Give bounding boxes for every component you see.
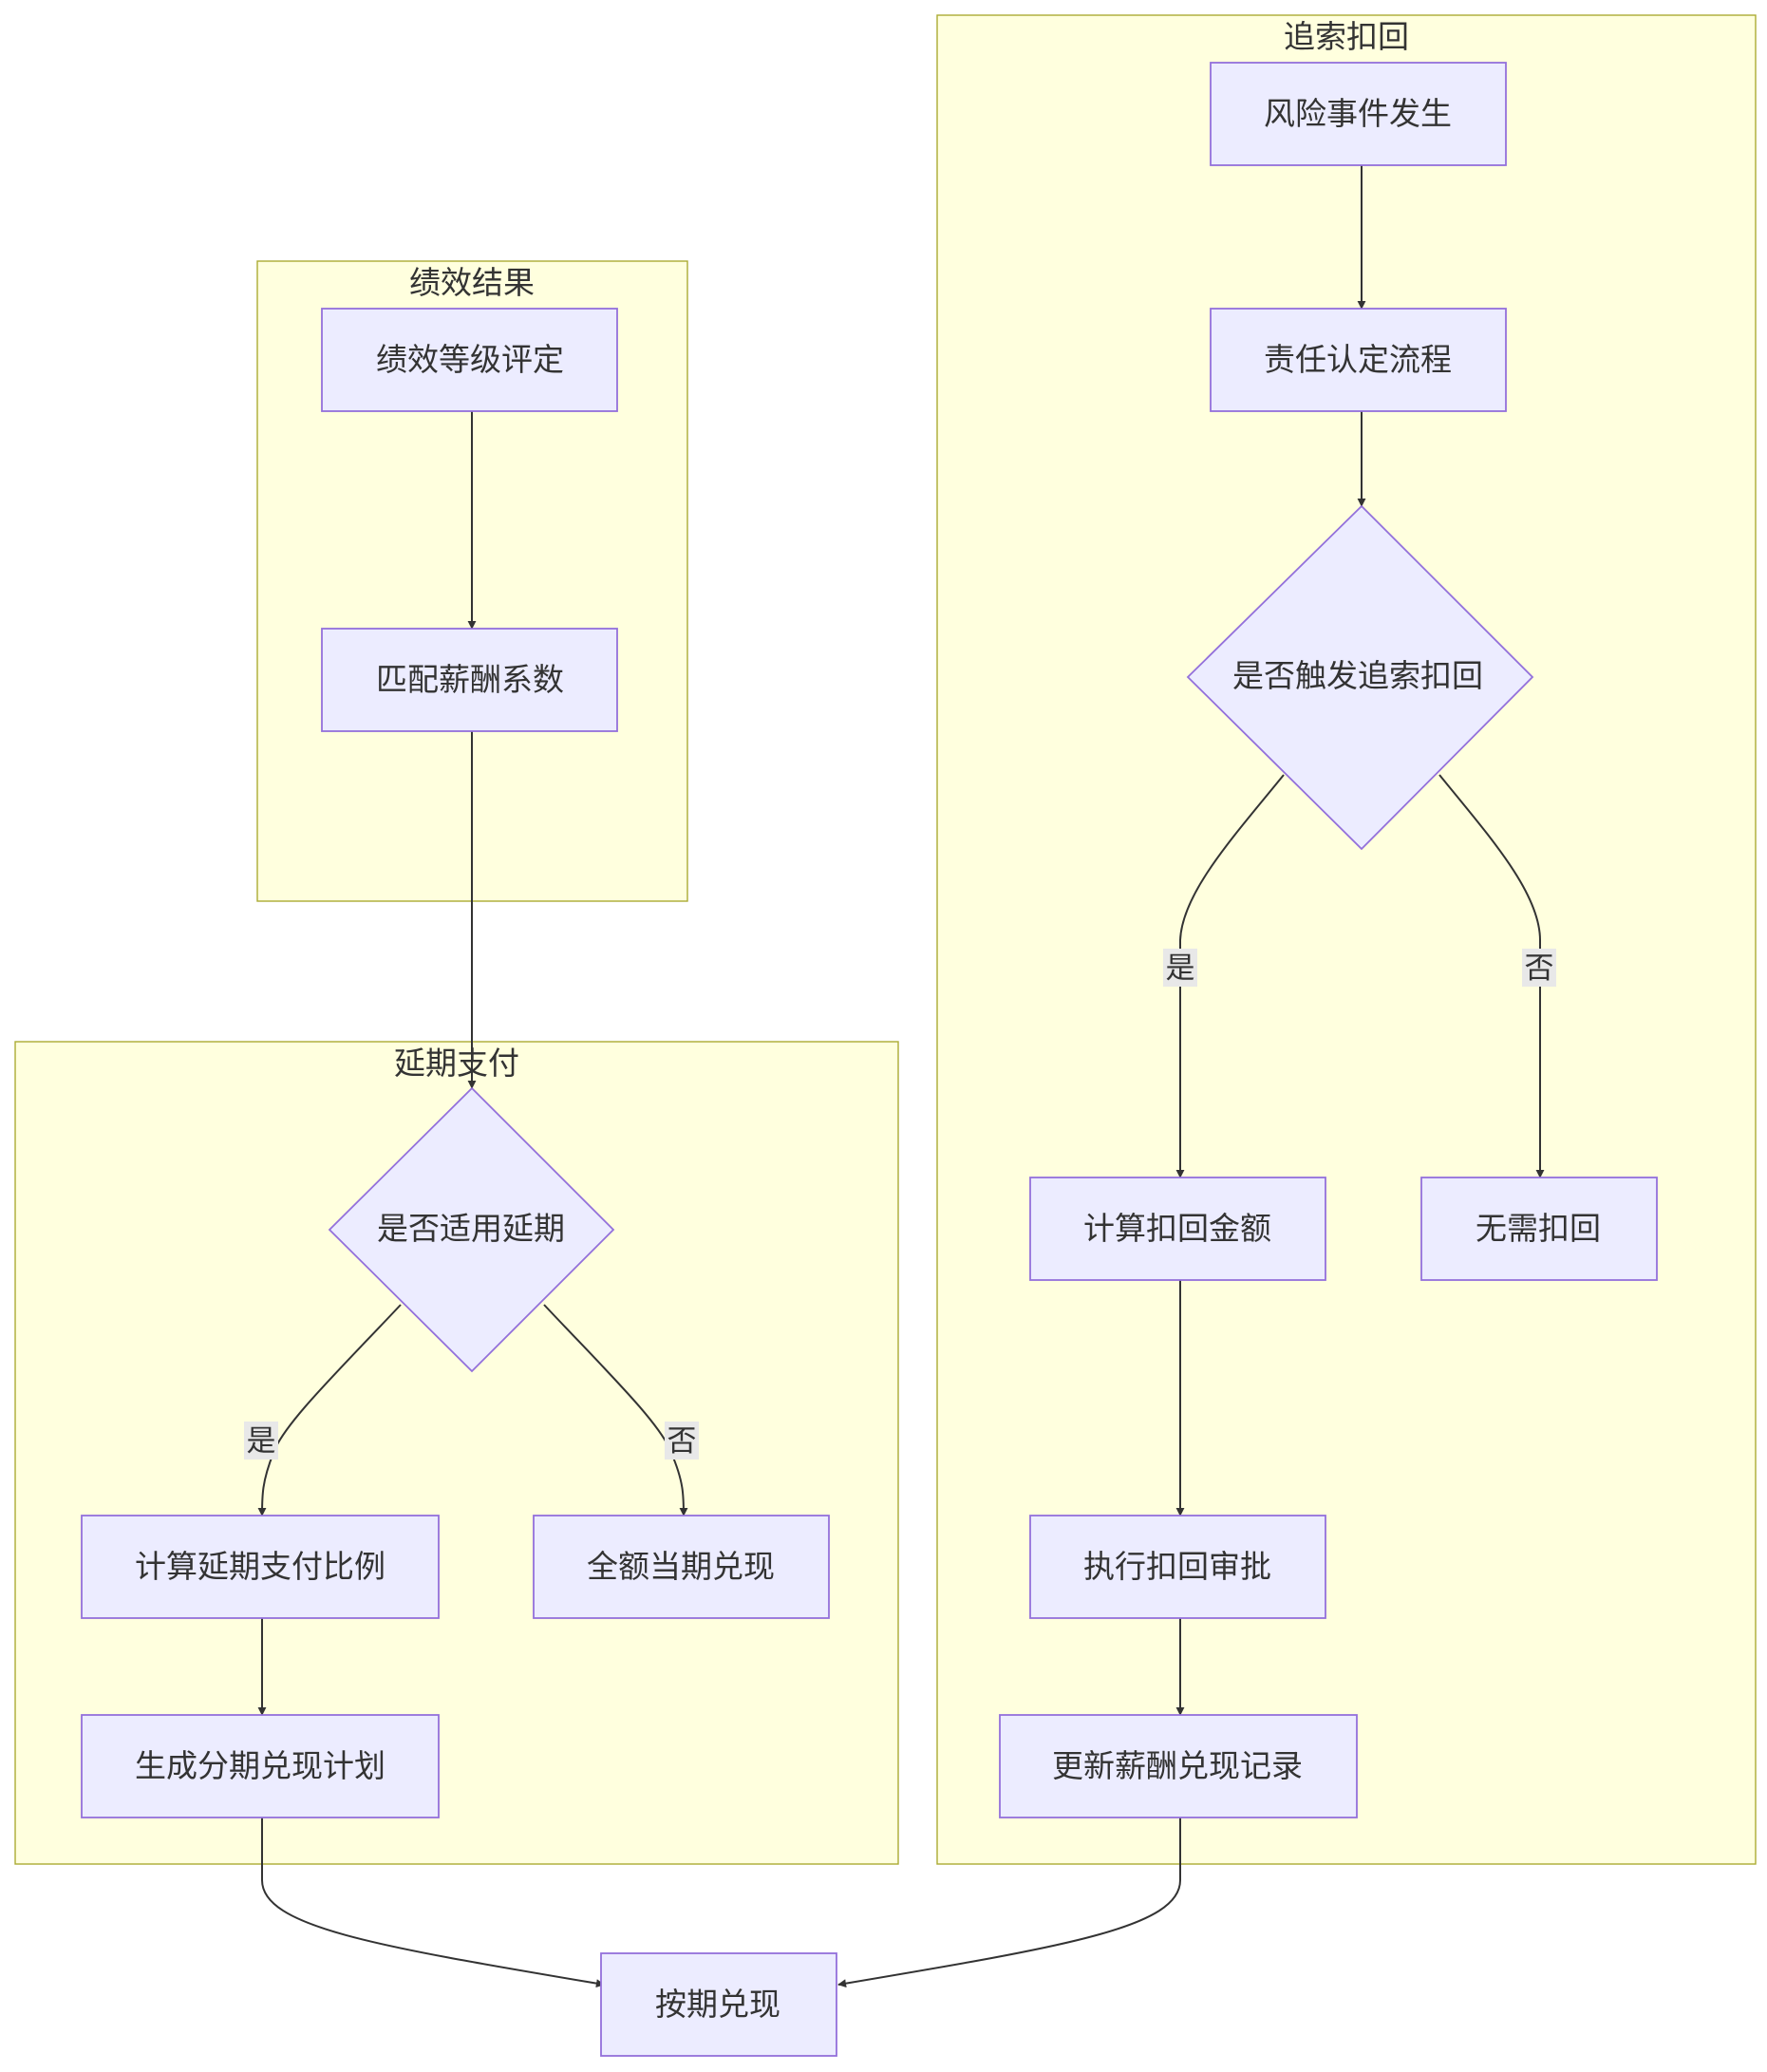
edge-label-bg: [1522, 949, 1556, 987]
node-approval-label: 执行扣回审批: [1083, 1548, 1271, 1585]
edge-apply-defer-yes: [257, 1304, 402, 1516]
node-apply-defer[interactable]: 是否适用延期: [328, 1086, 615, 1373]
node-update-record-label: 更新薪酬兑现记录: [1052, 1747, 1303, 1784]
node-responsibility-label: 责任认定流程: [1264, 341, 1452, 378]
node-approval[interactable]: 执行扣回审批: [1029, 1515, 1326, 1619]
node-on-schedule[interactable]: 按期兑现: [600, 1952, 837, 2057]
edge-trigger-no: [1438, 774, 1545, 1178]
node-schedule[interactable]: 生成分期兑现计划: [81, 1714, 440, 1818]
node-calc-amount-label: 计算扣回金额: [1083, 1210, 1271, 1247]
node-coefficient-label: 匹配薪酬系数: [376, 661, 564, 698]
edge-label-text: 否: [667, 1424, 697, 1459]
node-coefficient[interactable]: 匹配薪酬系数: [321, 628, 618, 732]
edge-schedule-to-on-schedule: [261, 1818, 605, 1988]
edge-label-text: 是: [247, 1424, 276, 1459]
edge-label-trigger-no: 否: [1522, 949, 1556, 987]
node-risk-event[interactable]: 风险事件发生: [1210, 62, 1507, 166]
edge-trigger-yes: [1175, 774, 1285, 1178]
node-trigger-label: 是否触发追索扣回: [1232, 657, 1483, 694]
cluster-clawback-title: 追索扣回: [1284, 18, 1409, 55]
node-responsibility[interactable]: 责任认定流程: [1210, 308, 1507, 412]
node-apply-defer-label: 是否适用延期: [377, 1210, 565, 1247]
node-full-pay-label: 全额当期兑现: [587, 1548, 775, 1585]
node-calc-ratio-label: 计算延期支付比例: [135, 1548, 385, 1585]
cluster-deferred-title: 延期支付: [394, 1045, 519, 1082]
node-schedule-label: 生成分期兑现计划: [135, 1747, 385, 1784]
node-no-clawback[interactable]: 无需扣回: [1420, 1177, 1658, 1281]
edge-label-text: 是: [1166, 951, 1195, 986]
node-grade-label: 绩效等级评定: [376, 341, 564, 378]
edge-label-defer-no: 否: [665, 1422, 699, 1460]
edge-label-trigger-yes: 是: [1163, 949, 1197, 987]
node-trigger[interactable]: 是否触发追索扣回: [1186, 504, 1534, 851]
edge-label-bg: [244, 1422, 278, 1460]
edge-update-record-to-on-schedule: [837, 1818, 1181, 1988]
node-risk-event-label: 风险事件发生: [1264, 95, 1452, 132]
edge-label-bg: [1163, 949, 1197, 987]
cluster-performance-title: 绩效结果: [409, 264, 535, 301]
node-on-schedule-label: 按期兑现: [655, 1986, 780, 2023]
node-full-pay[interactable]: 全额当期兑现: [533, 1515, 830, 1619]
edge-label-defer-yes: 是: [244, 1422, 278, 1460]
edge-label-bg: [665, 1422, 699, 1460]
edges: [257, 165, 1545, 1988]
node-calc-amount[interactable]: 计算扣回金额: [1029, 1177, 1326, 1281]
node-calc-ratio[interactable]: 计算延期支付比例: [81, 1515, 440, 1619]
edge-label-text: 否: [1525, 951, 1554, 986]
node-no-clawback-label: 无需扣回: [1476, 1210, 1601, 1247]
node-update-record[interactable]: 更新薪酬兑现记录: [999, 1714, 1358, 1818]
node-grade[interactable]: 绩效等级评定: [321, 308, 618, 412]
